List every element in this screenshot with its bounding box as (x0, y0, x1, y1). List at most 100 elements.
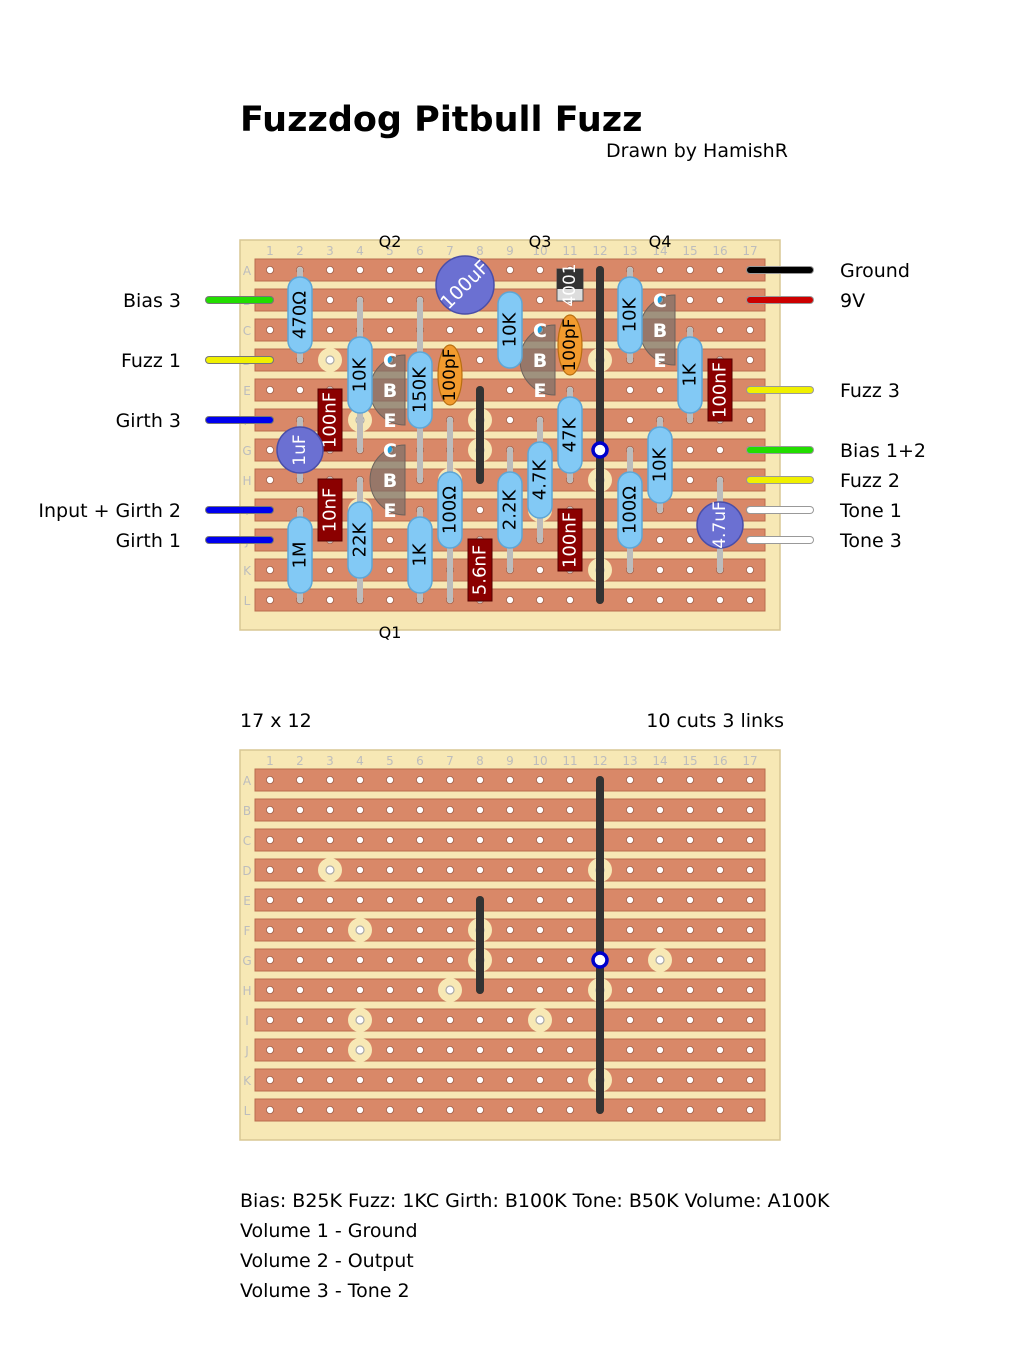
column-number: 17 (742, 244, 757, 258)
junction-marker (591, 951, 609, 969)
hole (716, 866, 725, 875)
hole (656, 866, 665, 875)
hole (686, 866, 695, 875)
column-number: 11 (562, 244, 577, 258)
hole (505, 596, 514, 605)
row-letter: H (242, 984, 251, 998)
wire-label: 9V (840, 290, 865, 312)
hole (325, 265, 334, 274)
row-letter: C (243, 834, 251, 848)
hole (445, 325, 454, 334)
hole (505, 986, 514, 995)
hole (686, 1106, 695, 1115)
cut-hole (355, 925, 365, 935)
row-letter: F (244, 924, 251, 938)
column-number: 8 (476, 244, 484, 258)
hole (746, 956, 755, 965)
electrolytic-capacitor (276, 426, 324, 474)
resistor-value: 100Ω (440, 486, 461, 534)
capacitor-value: 100pF (560, 318, 580, 371)
column-number: 11 (562, 754, 577, 768)
hole (385, 806, 394, 815)
resistor-value: 4.7K (530, 459, 551, 501)
cut-hole (655, 955, 665, 965)
wire-label: Tone 3 (839, 530, 902, 552)
hole (445, 1016, 454, 1025)
hole (355, 986, 364, 995)
hole (626, 806, 635, 815)
row-letter: J (244, 1044, 249, 1058)
hole (746, 1076, 755, 1085)
hole (385, 295, 394, 304)
hole (505, 415, 514, 424)
hole (716, 1046, 725, 1055)
hole (536, 1046, 545, 1055)
wire-label: Bias 3 (123, 290, 181, 312)
hole (656, 566, 665, 575)
hole (265, 1076, 274, 1085)
hole (265, 926, 274, 935)
hole (716, 986, 725, 995)
hole (385, 776, 394, 785)
hole (505, 1076, 514, 1085)
transistor-pin-e: E (384, 410, 397, 432)
column-number: 9 (506, 244, 514, 258)
row-letter: B (243, 804, 251, 818)
hole (325, 1106, 334, 1115)
hole (686, 445, 695, 454)
resistor-body (527, 441, 553, 519)
hole (265, 956, 274, 965)
wire-label: Girth 3 (116, 410, 181, 432)
hole (355, 806, 364, 815)
hole (385, 325, 394, 334)
hole (295, 1016, 304, 1025)
hole (445, 836, 454, 845)
transistor-pin-e: E (534, 380, 547, 402)
hole (265, 806, 274, 815)
hole (686, 986, 695, 995)
hole (686, 806, 695, 815)
hole (295, 1046, 304, 1055)
row-letter: K (243, 564, 252, 578)
hole (626, 1076, 635, 1085)
resistor-value: 2.2K (500, 489, 521, 531)
hole (626, 866, 635, 875)
hole (656, 385, 665, 394)
cut-hole (445, 985, 455, 995)
transistor-pin-e: E (384, 500, 397, 522)
volume-note-3: Volume 3 - Tone 2 (240, 1280, 410, 1302)
hole (385, 1016, 394, 1025)
hole (536, 896, 545, 905)
hole (686, 956, 695, 965)
hole (385, 1076, 394, 1085)
hole (686, 566, 695, 575)
volume-note-2: Volume 2 - Output (240, 1250, 414, 1272)
transistor-pin-b: B (533, 350, 547, 372)
resistor-value: 1K (680, 362, 701, 386)
hole (626, 896, 635, 905)
capacitor-value: 100pF (440, 348, 460, 401)
wire-label: Fuzz 1 (121, 350, 181, 372)
hole (475, 505, 484, 514)
wire-label: Tone 1 (839, 500, 902, 522)
hole (505, 385, 514, 394)
column-number: 8 (476, 754, 484, 768)
column-number: 3 (326, 754, 334, 768)
resistor-value: 1M (290, 542, 311, 569)
hole (385, 1046, 394, 1055)
resistor-body (287, 276, 313, 354)
column-number: 13 (622, 754, 637, 768)
transistor-pin-e: E (654, 350, 667, 372)
hole (656, 896, 665, 905)
collector-dot (654, 295, 662, 303)
column-number: 1 (266, 244, 274, 258)
hole (385, 956, 394, 965)
resistor-value: 47K (560, 416, 581, 452)
hole (716, 836, 725, 845)
column-number: 1 (266, 754, 274, 768)
hole (626, 926, 635, 935)
cut-hole (325, 355, 335, 365)
hole (445, 1106, 454, 1115)
hole (656, 806, 665, 815)
hole (385, 896, 394, 905)
